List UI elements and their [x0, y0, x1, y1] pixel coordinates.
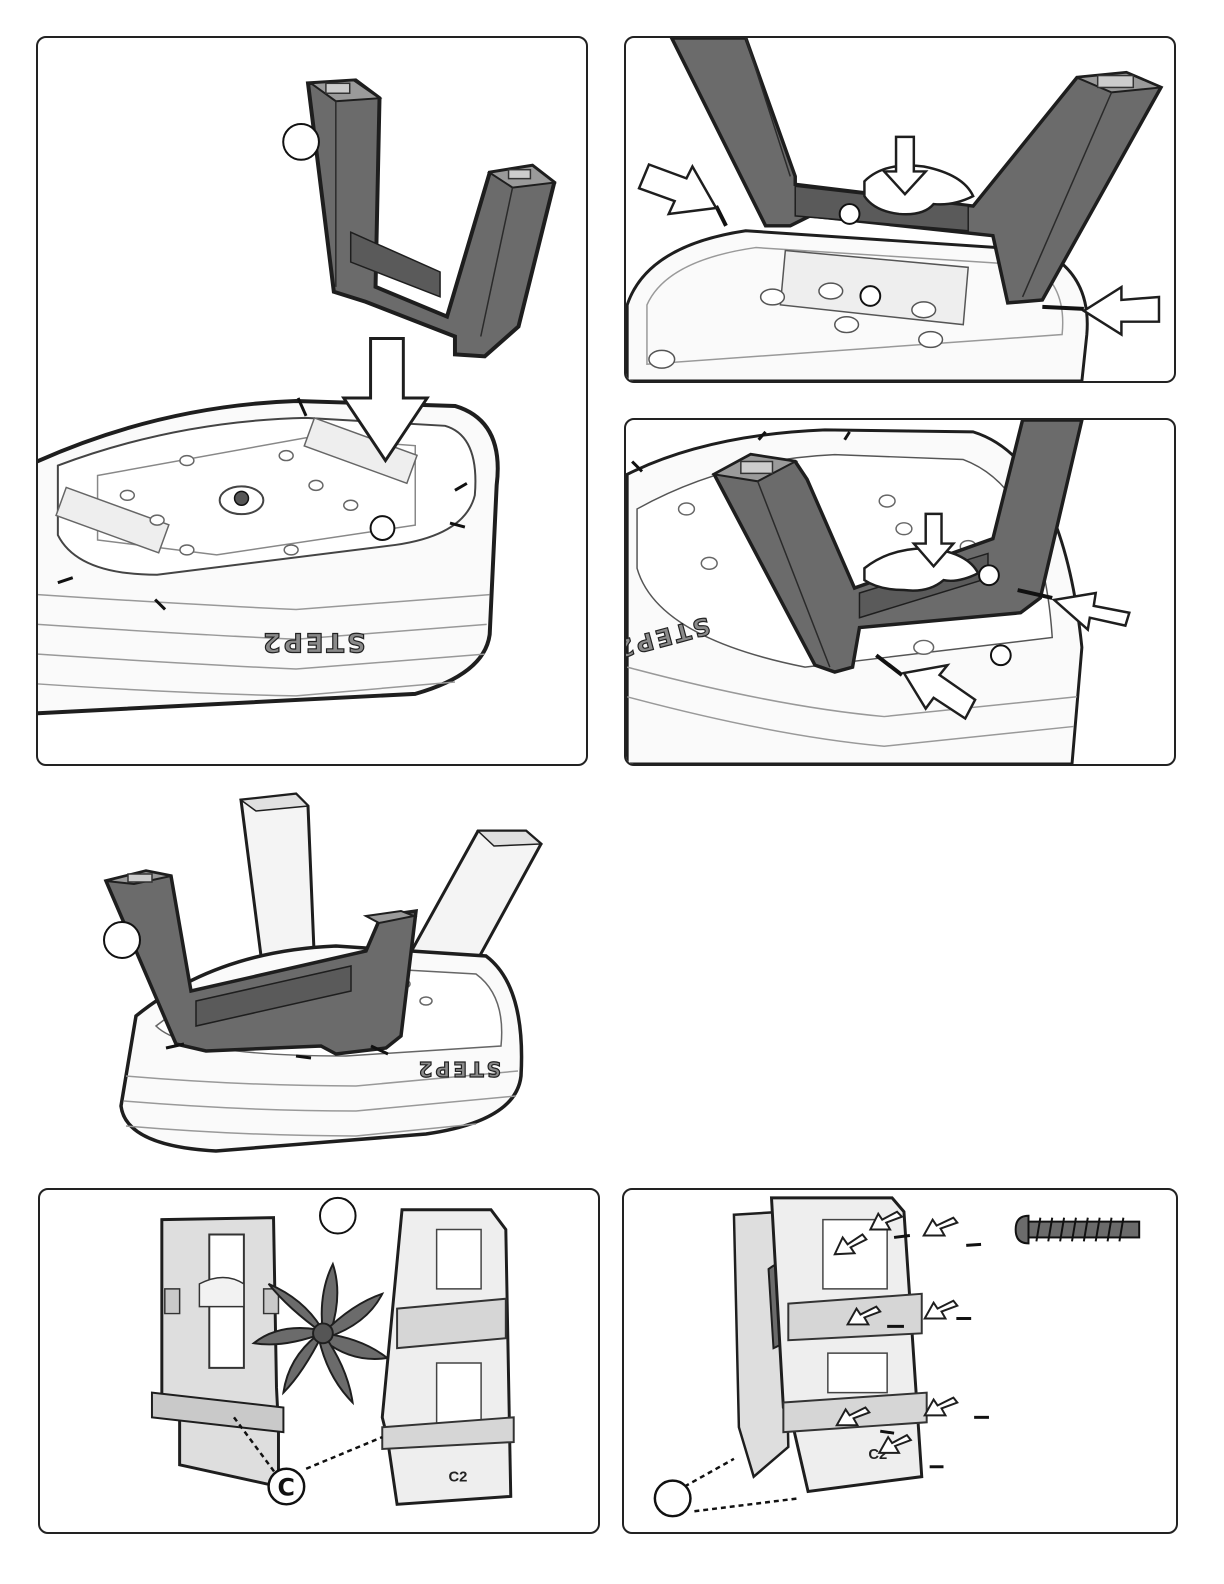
- callout-circle-icon: [320, 1198, 356, 1234]
- callout-circle-icon: [371, 516, 395, 540]
- illustration-fan-parts: C2 C: [40, 1190, 598, 1532]
- callout-circle-icon: [283, 124, 319, 160]
- callout-circle-icon: [860, 286, 880, 306]
- callout-circle-icon: [979, 565, 999, 585]
- push-arrow-icon: [924, 1218, 958, 1236]
- push-arrow-icon: [925, 1398, 958, 1416]
- stool-leg-u: [308, 80, 554, 356]
- housing-label-c2: C2: [448, 1470, 467, 1486]
- push-arrow-icon: [639, 165, 716, 214]
- panel-step-fan-parts: C2 C: [38, 1188, 600, 1534]
- push-arrow-icon: [925, 1301, 958, 1319]
- panel-step-press-pins-b: STEP2: [624, 418, 1176, 766]
- illustration-assembled-stool: STEP2: [96, 786, 556, 1162]
- fan-housing-assembled: C2: [772, 1198, 927, 1492]
- callout-circle-icon: [104, 922, 140, 958]
- brand-emboss-text: STEP2: [416, 1057, 501, 1081]
- callout-circle-icon: [840, 204, 860, 224]
- illustration-press-pins-b: STEP2: [626, 420, 1174, 764]
- illustration-press-pins-a: [626, 38, 1174, 381]
- panel-step-press-pins-a: [624, 36, 1176, 383]
- callout-letter-c: C: [277, 1473, 294, 1501]
- callout-circle-icon: [991, 645, 1011, 665]
- push-arrow-icon: [1084, 287, 1159, 334]
- stool-base: STEP2: [38, 398, 498, 714]
- callout-circle-icon: [655, 1481, 691, 1517]
- fan-housing-left: [152, 1218, 283, 1487]
- fan-housing-right-c2: C2: [382, 1210, 513, 1505]
- assembled-stool-drawing: STEP2: [96, 786, 556, 1162]
- panel-step-fan-screws: C2: [622, 1188, 1178, 1534]
- screw-icon: [1016, 1216, 1140, 1244]
- brand-emboss-text: STEP2: [260, 626, 366, 656]
- illustration-leg-insert: STEP2: [38, 38, 586, 764]
- panel-step-leg-insert: STEP2: [36, 36, 588, 766]
- illustration-fan-screws: C2: [624, 1190, 1176, 1532]
